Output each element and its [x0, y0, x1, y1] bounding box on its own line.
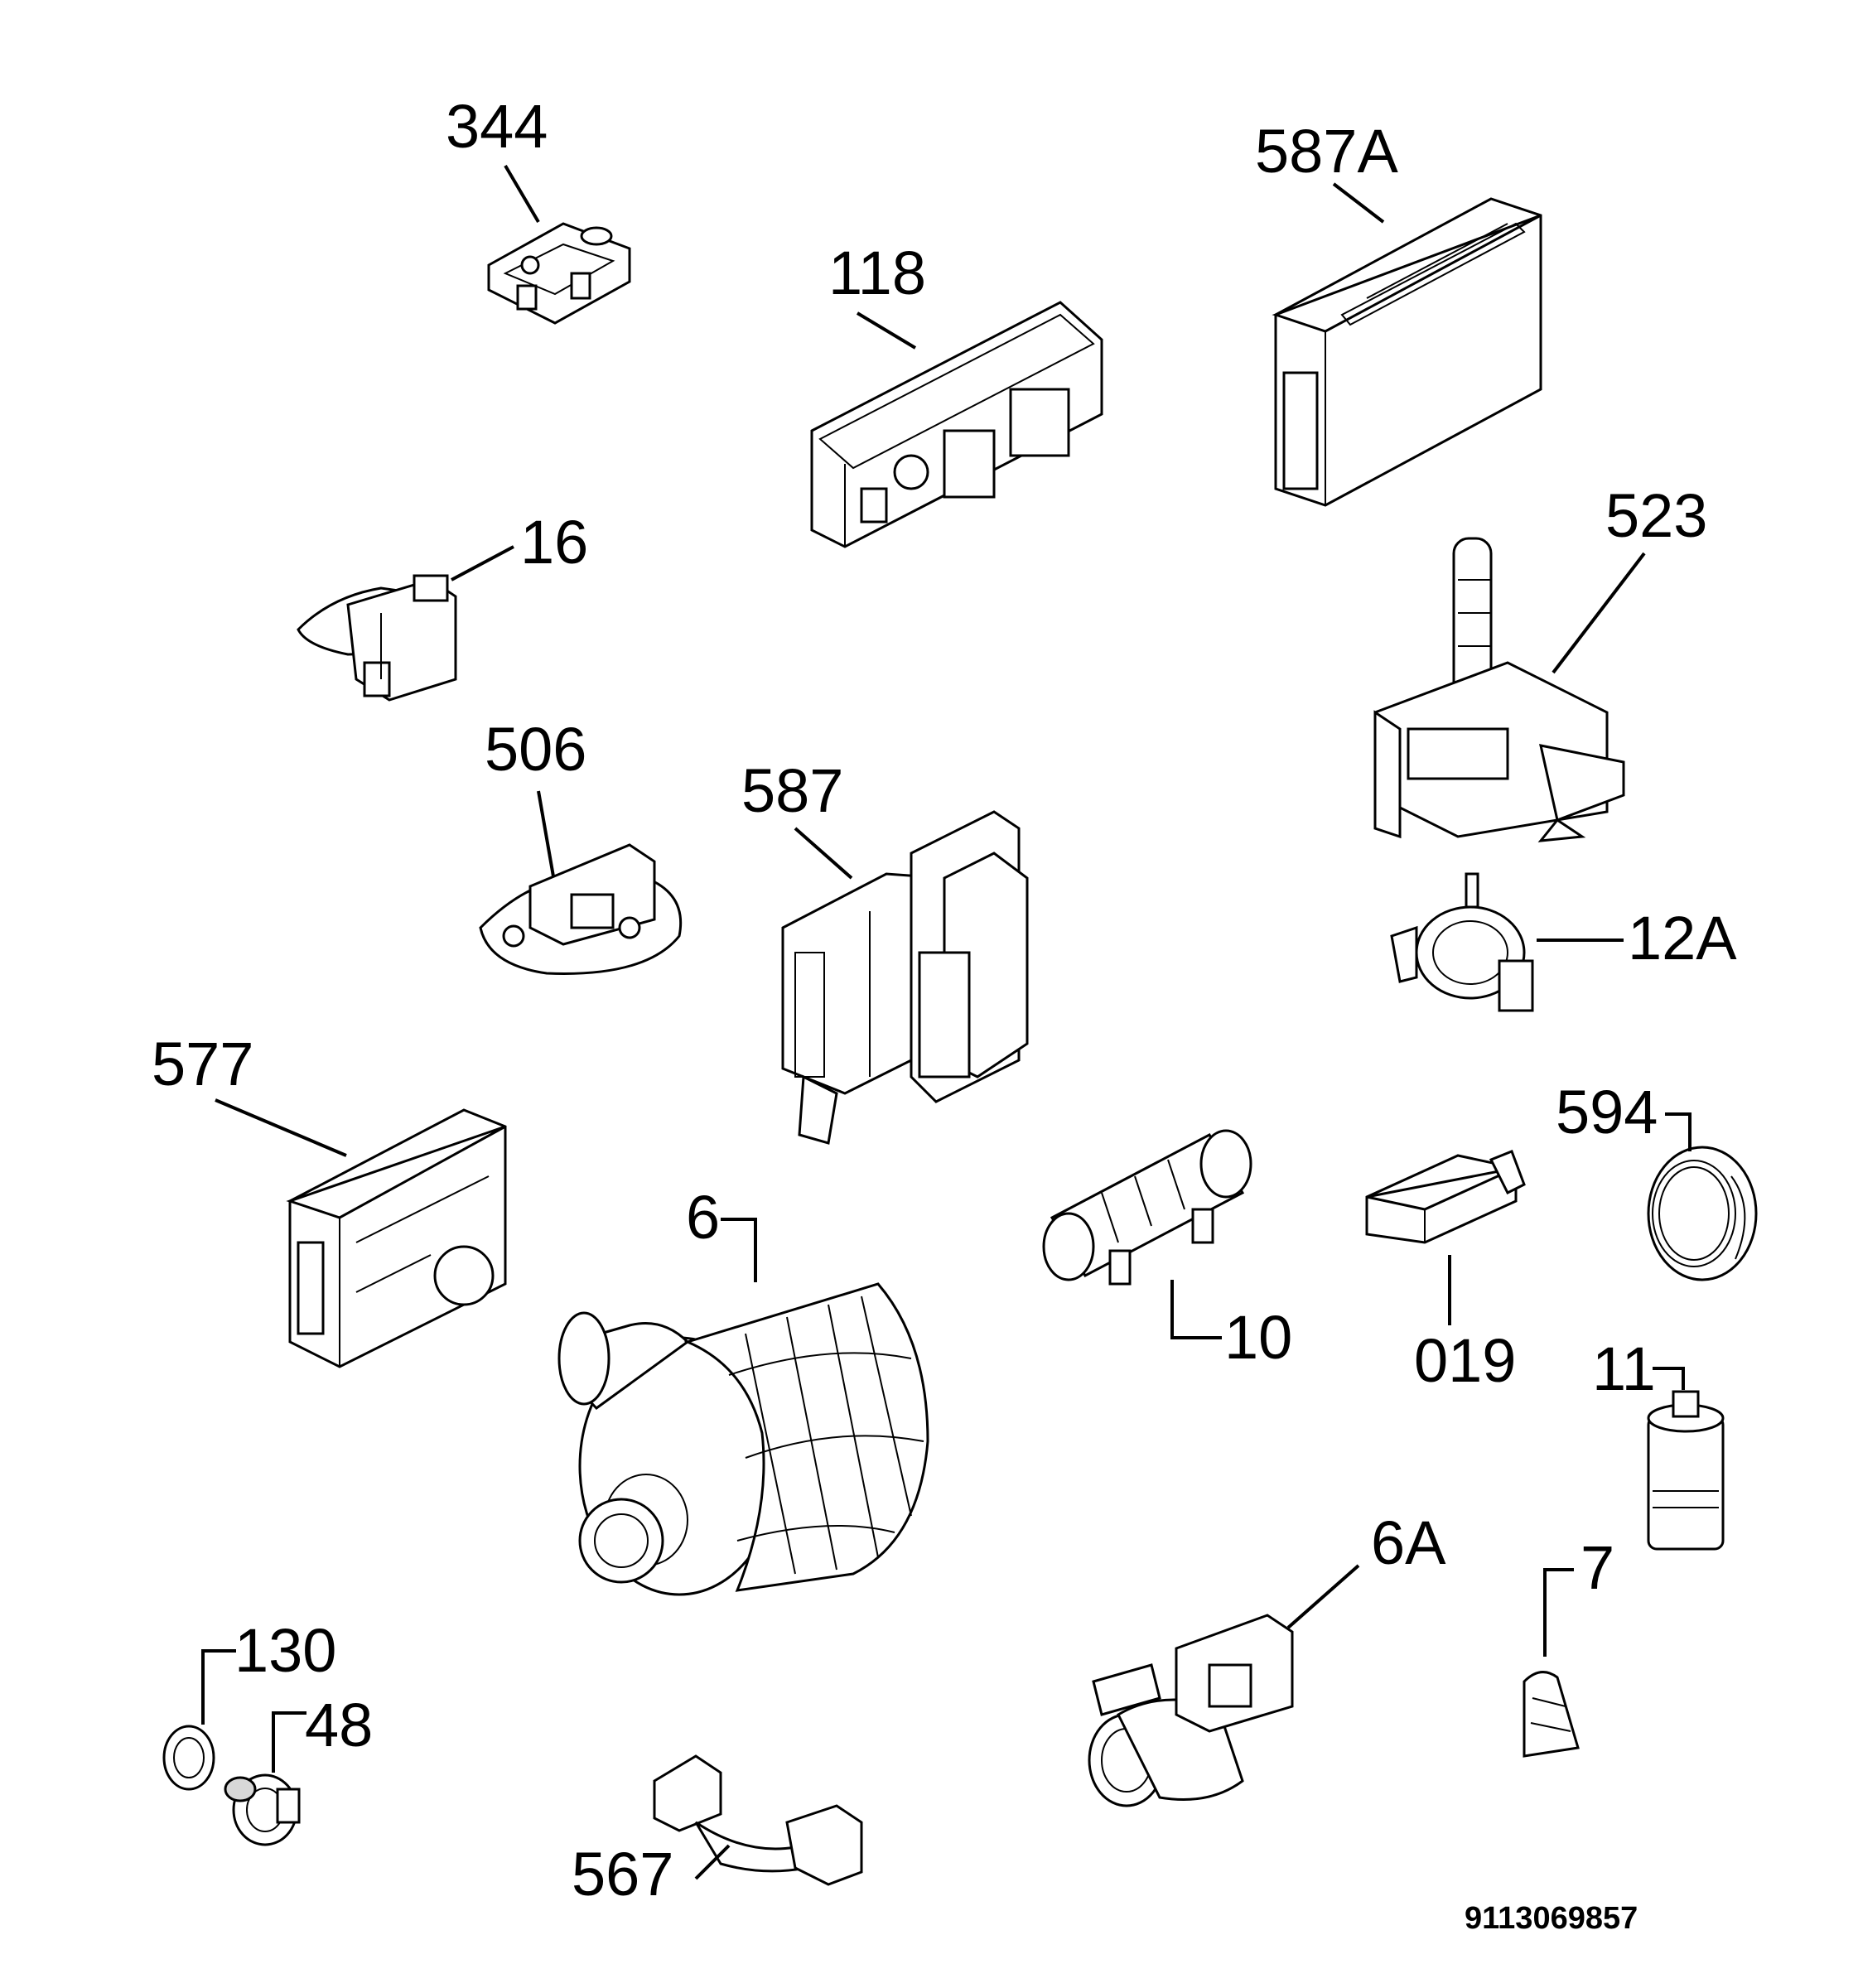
part-567	[653, 1754, 863, 1886]
label-567: 567	[572, 1840, 673, 1908]
leader-7	[1543, 1568, 1574, 1657]
label-523: 523	[1605, 481, 1707, 550]
part-10	[1042, 1129, 1252, 1286]
leader-6A	[1286, 1564, 1360, 1629]
label-587: 587	[741, 756, 843, 825]
label-577: 577	[152, 1030, 253, 1098]
part-019	[1365, 1150, 1526, 1244]
leader-344	[504, 164, 540, 224]
label-48: 48	[305, 1691, 373, 1759]
label-506: 506	[485, 715, 586, 784]
leader-130	[201, 1649, 236, 1725]
label-019: 019	[1414, 1326, 1516, 1395]
leader-523	[1552, 552, 1646, 674]
label-10: 10	[1224, 1303, 1292, 1372]
part-506	[479, 843, 683, 975]
leader-10	[1170, 1280, 1222, 1339]
part-577	[286, 1108, 507, 1368]
label-11: 11	[1592, 1334, 1656, 1403]
leader-506	[537, 790, 555, 877]
label-6: 6	[686, 1183, 720, 1252]
part-12A	[1390, 872, 1534, 1012]
part-7	[1523, 1671, 1580, 1758]
part-16	[297, 574, 457, 702]
label-587A: 587A	[1255, 117, 1398, 186]
part-130	[162, 1725, 215, 1791]
label-344: 344	[446, 92, 548, 161]
label-16: 16	[520, 508, 588, 577]
leader-6	[721, 1218, 757, 1282]
label-7: 7	[1581, 1533, 1614, 1602]
part-523	[1373, 537, 1625, 842]
leader-16	[451, 545, 514, 581]
part-11	[1647, 1390, 1725, 1551]
part-344	[487, 222, 631, 325]
part-6A	[1088, 1614, 1294, 1807]
part-118	[810, 301, 1103, 548]
leader-118	[856, 311, 917, 350]
part-594	[1647, 1146, 1758, 1281]
part-587A	[1272, 197, 1542, 507]
leader-11	[1653, 1367, 1685, 1390]
leader-567	[694, 1844, 731, 1880]
label-594: 594	[1556, 1078, 1658, 1146]
part-587	[781, 810, 1029, 1145]
leader-577	[215, 1098, 347, 1157]
document-number: 9113069857	[1465, 1901, 1638, 1936]
leader-48	[272, 1711, 306, 1773]
label-6A: 6A	[1371, 1508, 1446, 1577]
leader-587A	[1332, 182, 1385, 224]
leader-594	[1665, 1112, 1692, 1151]
part-48	[224, 1773, 301, 1846]
label-118: 118	[828, 239, 926, 307]
leader-587	[794, 827, 853, 880]
part-6	[557, 1282, 929, 1596]
label-12A: 12A	[1628, 904, 1737, 972]
label-130: 130	[234, 1616, 336, 1685]
